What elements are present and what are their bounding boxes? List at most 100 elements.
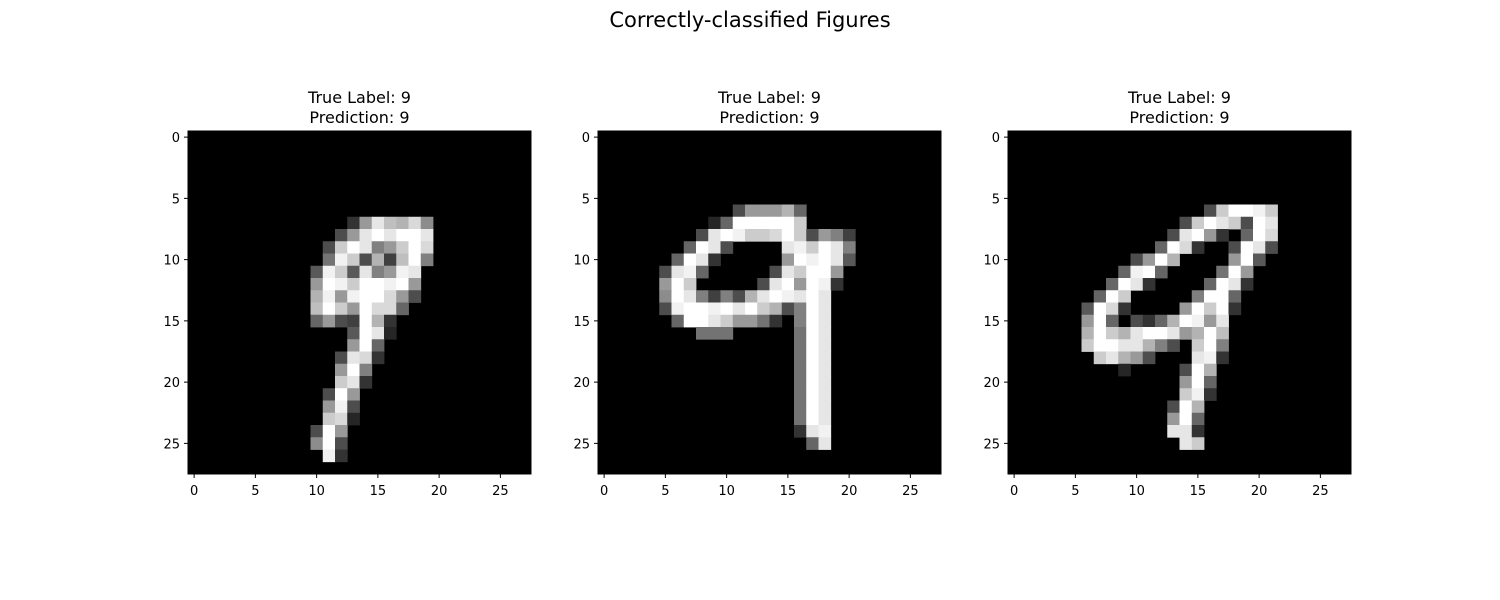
image-pixel bbox=[1106, 290, 1119, 303]
image-pixel bbox=[683, 302, 697, 316]
y-tick-label: 0 bbox=[992, 131, 1000, 146]
image-pixel bbox=[1167, 314, 1180, 328]
image-pixel bbox=[818, 437, 832, 450]
image-pixel bbox=[322, 437, 336, 450]
image-pixel bbox=[720, 302, 734, 316]
image-pixel bbox=[1204, 278, 1217, 291]
image-pixel bbox=[1179, 412, 1193, 426]
image-pixel bbox=[1142, 327, 1156, 340]
image-pixel bbox=[1228, 290, 1242, 303]
image-pixel bbox=[794, 363, 807, 377]
image-pixel bbox=[1265, 229, 1278, 242]
image-pixel bbox=[671, 278, 685, 291]
image-pixel bbox=[1179, 363, 1193, 377]
image-pixel bbox=[347, 278, 360, 291]
image-pixel bbox=[806, 278, 819, 291]
image-pixel bbox=[781, 278, 795, 291]
image-pixel bbox=[347, 376, 360, 389]
image-pixel bbox=[1093, 302, 1107, 316]
image-pixel bbox=[806, 229, 819, 242]
image-pixel bbox=[1167, 412, 1180, 426]
image-pixel bbox=[1167, 327, 1180, 340]
image-pixel bbox=[1265, 204, 1278, 218]
image-pixel bbox=[1130, 278, 1144, 291]
image-pixel bbox=[683, 290, 697, 303]
image-pixel bbox=[696, 253, 709, 267]
image-pixel bbox=[1191, 241, 1205, 254]
y-tick-label: 5 bbox=[582, 192, 590, 207]
image-pixel bbox=[818, 278, 832, 291]
image-pixel bbox=[1191, 290, 1205, 303]
image-pixel bbox=[769, 265, 783, 279]
image-pixel bbox=[720, 216, 734, 230]
image-pixel bbox=[1142, 253, 1156, 267]
image-pixel bbox=[1204, 351, 1217, 365]
image-pixel bbox=[659, 302, 672, 316]
image-pixel bbox=[818, 314, 832, 328]
image-pixel bbox=[696, 229, 709, 242]
image-pixel bbox=[347, 351, 360, 365]
image-pixel bbox=[322, 278, 336, 291]
image-pixel bbox=[359, 339, 373, 352]
image-pixel bbox=[806, 363, 819, 377]
image-pixel bbox=[322, 265, 336, 279]
image-pixel bbox=[1118, 351, 1131, 365]
image-pixel bbox=[335, 449, 348, 463]
image-pixel bbox=[1191, 437, 1205, 450]
image-pixel bbox=[769, 278, 783, 291]
image-pixel bbox=[818, 229, 832, 242]
image-pixel bbox=[818, 290, 832, 303]
image-pixel bbox=[1204, 204, 1217, 218]
image-pixel bbox=[359, 376, 373, 389]
image-pixel bbox=[1204, 363, 1217, 377]
image-pixel bbox=[359, 278, 373, 291]
image-pixel bbox=[408, 278, 422, 291]
image-pixel bbox=[1118, 302, 1131, 316]
image-pixel bbox=[384, 314, 397, 328]
image-pixel bbox=[794, 425, 807, 438]
image-pixel bbox=[818, 412, 832, 426]
image-pixel bbox=[1106, 351, 1119, 365]
image-pixel bbox=[806, 376, 819, 389]
image-pixel bbox=[335, 412, 348, 426]
image-pixel bbox=[696, 327, 709, 340]
image-pixel bbox=[745, 302, 758, 316]
image-pixel bbox=[408, 216, 422, 230]
image-pixel bbox=[1228, 204, 1242, 218]
image-pixel bbox=[1191, 302, 1205, 316]
axes-frame bbox=[187, 130, 532, 475]
image-pixel bbox=[830, 265, 844, 279]
image-pixel bbox=[708, 314, 721, 328]
image-pixel bbox=[322, 241, 336, 254]
image-pixel bbox=[347, 216, 360, 230]
figure-title: Correctly-classified Figures bbox=[609, 8, 891, 32]
image-pixel bbox=[1191, 327, 1205, 340]
image-pixel bbox=[1191, 400, 1205, 414]
image-pixel bbox=[371, 290, 385, 303]
image-pixel bbox=[384, 216, 397, 230]
image-pixel bbox=[420, 216, 434, 230]
image-pixel bbox=[806, 265, 819, 279]
image-pixel bbox=[818, 400, 832, 414]
image-pixel bbox=[1167, 241, 1180, 254]
image-pixel bbox=[335, 241, 348, 254]
image-pixel bbox=[335, 363, 348, 377]
image-pixel bbox=[732, 216, 746, 230]
image-pixel bbox=[708, 253, 721, 267]
image-pixel bbox=[1228, 241, 1242, 254]
image-pixel bbox=[335, 314, 348, 328]
image-pixel bbox=[806, 253, 819, 267]
image-pixel bbox=[335, 351, 348, 365]
axes-frame bbox=[1007, 130, 1352, 475]
image-pixel bbox=[1216, 327, 1229, 340]
image-pixel bbox=[1228, 302, 1242, 316]
image-pixel bbox=[1118, 290, 1131, 303]
image-pixel bbox=[745, 229, 758, 242]
image-pixel bbox=[1130, 253, 1144, 267]
x-tick-label: 10 bbox=[718, 484, 735, 499]
image-pixel bbox=[1118, 339, 1131, 352]
image-pixel bbox=[310, 437, 324, 450]
image-pixel bbox=[359, 302, 373, 316]
image-pixel bbox=[1179, 241, 1193, 254]
